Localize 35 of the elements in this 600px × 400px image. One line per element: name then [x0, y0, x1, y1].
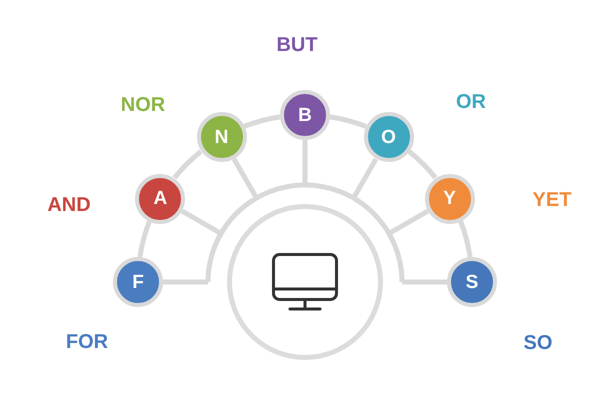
- connector-line: [408, 150, 438, 180]
- letter-circle: [280, 90, 330, 140]
- letter: S: [466, 272, 478, 292]
- connector-line: [402, 280, 447, 284]
- connector-line: [302, 140, 308, 185]
- connector-line: [172, 150, 202, 180]
- word-label: SO: [524, 333, 552, 353]
- letter-circle: [364, 112, 414, 162]
- word-label: NOR: [120, 95, 166, 115]
- letter-circle: [424, 174, 475, 224]
- letter: N: [214, 128, 228, 147]
- connector-line: [180, 208, 222, 236]
- word-label: BUT: [276, 35, 318, 55]
- letter-circle: [447, 257, 497, 307]
- letter-circle: [135, 174, 186, 224]
- connector-line: [329, 114, 367, 129]
- connector-line: [243, 114, 281, 129]
- connector-line: [458, 220, 473, 258]
- connector-line: [232, 158, 259, 200]
- word-label: FOR: [66, 332, 108, 352]
- word-label: AND: [47, 195, 91, 215]
- connector-line: [351, 158, 378, 200]
- letter-circle: [113, 257, 163, 307]
- letter: F: [132, 272, 144, 292]
- connector-line: [137, 220, 152, 258]
- letter-circle: [196, 112, 246, 162]
- semicircle-arc: [205, 182, 405, 283]
- word-label: YET: [532, 190, 572, 210]
- connector-line: [388, 208, 430, 236]
- letter: O: [381, 128, 396, 147]
- letter: B: [298, 106, 312, 124]
- connector-line: [163, 280, 208, 284]
- word-label: OR: [456, 92, 486, 112]
- letter: Y: [443, 189, 456, 208]
- letter: A: [153, 189, 168, 208]
